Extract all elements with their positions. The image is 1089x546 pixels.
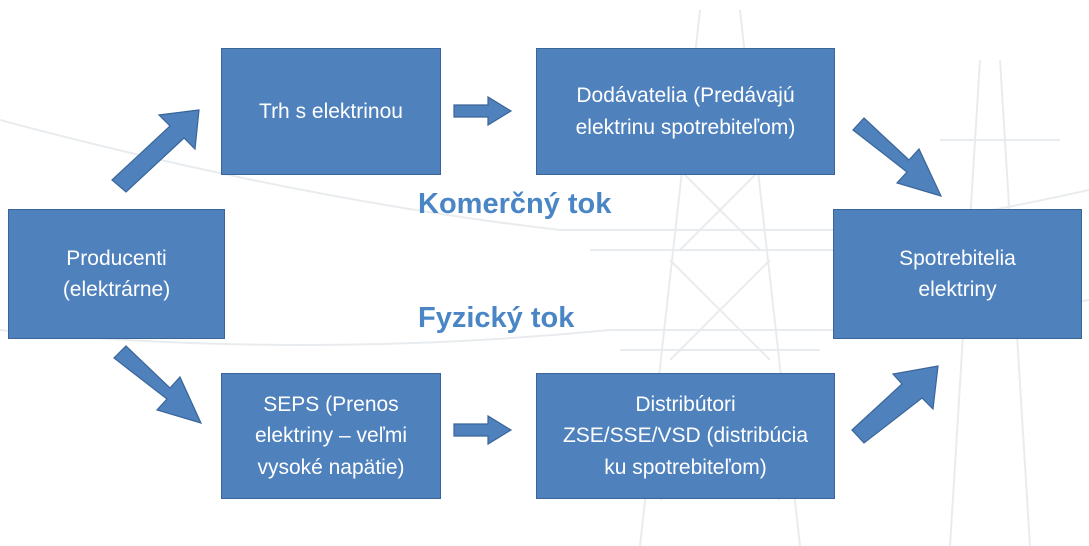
suppliers-box: Dodávatelia (Predávajú elektrinu spotreb… — [536, 48, 835, 175]
arrow-trh-to-dodavatelia — [453, 95, 513, 127]
arrow-seps-to-distributori — [453, 414, 513, 446]
seps-transmission-box: SEPS (Prenos elektriny – veľmi vysoké na… — [221, 373, 441, 499]
consumers-box: Spotrebitelia elektriny — [833, 209, 1082, 339]
electricity-market-box: Trh s elektrinou — [221, 48, 441, 175]
arrow-distributori-to-spotrebitelia — [851, 365, 939, 444]
commercial-flow-label: Komerčný tok — [418, 188, 612, 220]
distributors-box: Distribútori ZSE/SSE/VSD (distribúcia ku… — [536, 373, 835, 499]
arrow-producenti-to-seps — [113, 345, 203, 424]
arrow-producenti-to-trh — [111, 109, 200, 193]
arrow-dodavatelia-to-spotrebitelia — [852, 117, 943, 197]
physical-flow-label: Fyzický tok — [418, 302, 575, 334]
producers-box: Producenti (elektrárne) — [8, 209, 225, 339]
